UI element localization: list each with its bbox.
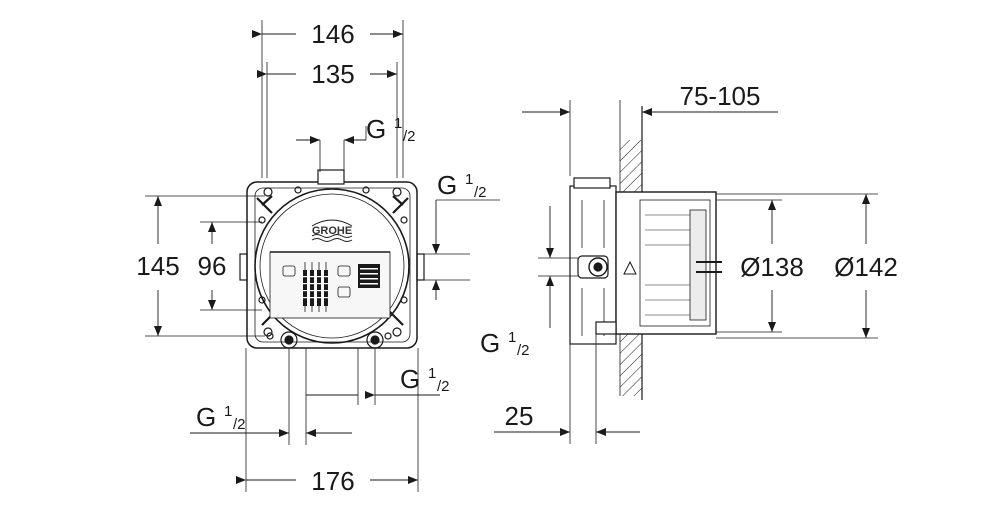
svg-text:1: 1: [394, 115, 402, 132]
dim-145: 145: [136, 251, 179, 281]
bottom-outlet-right: [370, 335, 380, 345]
thread-labels: G 1 /2 G 1 /2 G 1 /2 G 1 /2 G 1 /2: [196, 114, 530, 433]
svg-text:1: 1: [508, 329, 516, 346]
bottom-outlet-left: [284, 335, 294, 345]
dim-diameter-142: Ø142: [834, 252, 898, 282]
thread-label-bottom-left: G 1 /2: [196, 402, 246, 433]
front-view: GROHE: [239, 169, 425, 349]
svg-text:1: 1: [428, 365, 436, 382]
dim-diameter-138: Ø138: [740, 252, 804, 282]
svg-text:/2: /2: [437, 378, 450, 395]
thread-label-right: G 1 /2: [437, 170, 487, 201]
svg-text:/2: /2: [233, 416, 246, 433]
grohe-logo: GROHE: [311, 219, 353, 242]
side-view: [569, 106, 722, 400]
logo-text: GROHE: [312, 225, 352, 237]
thread-label-top: G 1 /2: [366, 114, 416, 145]
dim-25: 25: [505, 401, 534, 431]
dim-146: 146: [311, 19, 354, 49]
svg-text:G: G: [366, 114, 386, 144]
svg-text:/2: /2: [474, 184, 487, 201]
valve-body: [254, 188, 410, 344]
thread-label-side: G 1 /2: [480, 328, 530, 359]
svg-text:1: 1: [465, 171, 473, 188]
svg-text:G: G: [480, 328, 500, 358]
svg-text:1: 1: [224, 403, 232, 420]
svg-text:G: G: [400, 364, 420, 394]
dimension-labels: 146 135 145 96 176 25 75-105 Ø138 Ø142: [136, 19, 898, 496]
mounting-holes: [258, 186, 408, 340]
dim-176: 176: [311, 466, 354, 496]
dim-96: 96: [198, 251, 227, 281]
svg-text:/2: /2: [403, 128, 416, 145]
thread-label-bottom-right: G 1 /2: [400, 364, 450, 395]
dim-75-105: 75-105: [680, 81, 761, 111]
dim-135: 135: [311, 59, 354, 89]
svg-text:G: G: [437, 170, 457, 200]
svg-text:/2: /2: [517, 342, 530, 359]
svg-text:G: G: [196, 402, 216, 432]
top-inlet: [317, 169, 345, 185]
